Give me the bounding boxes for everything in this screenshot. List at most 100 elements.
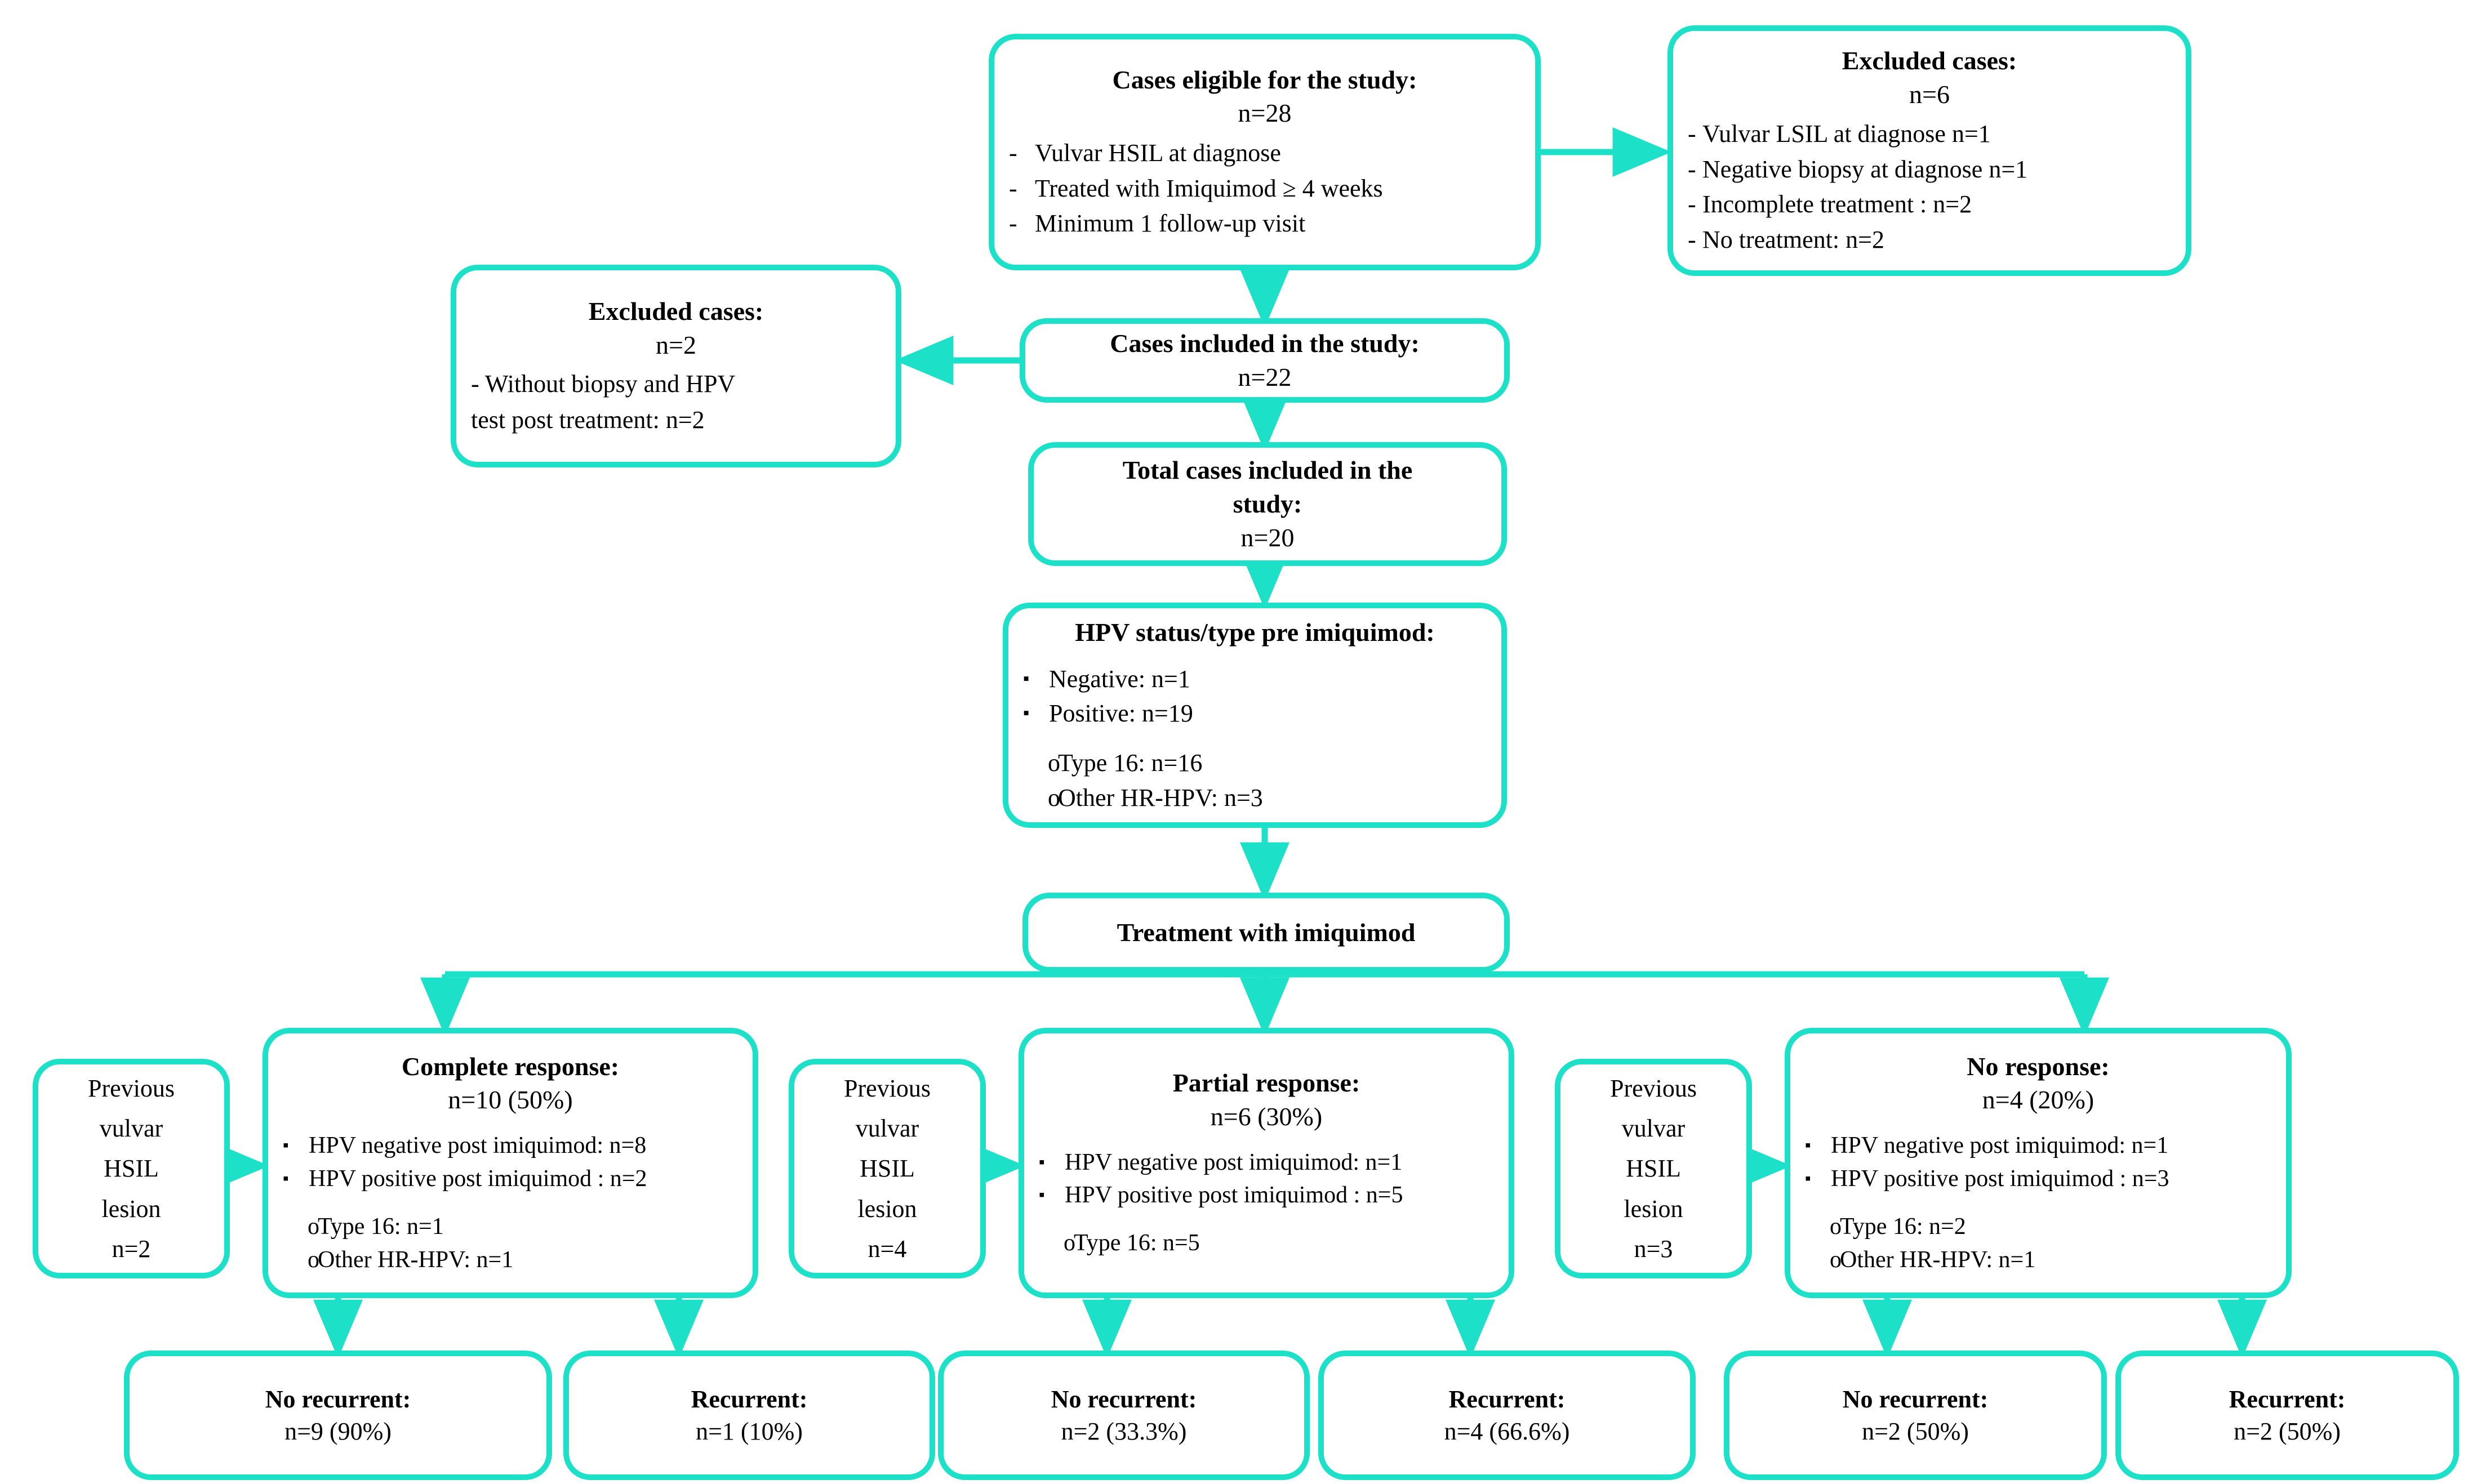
line: HSIL (1626, 1155, 1681, 1183)
list-item: - Treated with Imiquimod ≥ 4 weeks (1009, 171, 1520, 206)
line: vulvar (99, 1115, 163, 1143)
prev-lesion-partial-lines: Previous vulvar HSIL lesion n=4 (794, 1068, 980, 1269)
nr-no-recurrent-title: No recurrent: (1842, 1385, 1989, 1413)
cases-eligible-title: Cases eligible for the study: (1112, 65, 1417, 94)
list-item-label: HPV positive post imiquimod : n=3 (1831, 1166, 2169, 1192)
list-item: o Type 16: n=1 (283, 1210, 738, 1244)
dash-marker: - (1009, 210, 1017, 238)
list-item-label: Negative: n=1 (1049, 665, 1190, 693)
list-item: o Type 16: n=5 (1039, 1227, 1494, 1260)
list-item-label: Type 16: n=1 (318, 1213, 444, 1240)
list-item-label: Other HR-HPV: n=1 (318, 1246, 514, 1273)
node-prev-lesion-partial[interactable]: Previous vulvar HSIL lesion n=4 (789, 1059, 986, 1278)
list-item: - Vulvar LSIL at diagnose n=1 (1688, 117, 2171, 151)
cases-eligible-count: n=28 (1238, 99, 1292, 128)
pr-no-recurrent-title: No recurrent: (1051, 1385, 1197, 1413)
hpv-pre-title: HPV status/type pre imiquimod: (1075, 617, 1435, 647)
node-complete-response[interactable]: Complete response: n=10 (50%) ▪ HPV nega… (263, 1028, 758, 1298)
nr-no-recurrent-count: n=2 (50%) (1862, 1418, 1969, 1445)
list-item-label: No treatment: n=2 (1702, 225, 1884, 253)
total-included-title-line1: Total cases included in the (1122, 456, 1413, 485)
line: lesion (857, 1195, 917, 1223)
prev-lesion-noresponse-lines: Previous vulvar HSIL lesion n=3 (1560, 1068, 1746, 1269)
partial-response-bullet-list: ▪ HPV negative post imiquimod: n=1 ▪ HPV… (1039, 1146, 1494, 1213)
list-item: ▪ HPV positive post imiquimod : n=2 (283, 1162, 738, 1196)
square-bullet-icon: ▪ (283, 1135, 289, 1155)
cr-no-recurrent-title: No recurrent: (265, 1385, 411, 1413)
line: n=3 (1634, 1235, 1673, 1263)
cases-included-count: n=22 (1238, 363, 1292, 391)
dash-marker: - (1688, 225, 1696, 253)
line: n=2 (112, 1235, 151, 1263)
node-total-cases-included[interactable]: Total cases included in the study: n=20 (1028, 442, 1507, 566)
node-prev-lesion-noresponse[interactable]: Previous vulvar HSIL lesion n=3 (1555, 1059, 1752, 1278)
partial-response-count: n=6 (30%) (1210, 1102, 1323, 1131)
list-item: ▪ HPV negative post imiquimod: n=8 (283, 1129, 738, 1162)
node-nr-recurrent[interactable]: Recurrent: n=2 (50%) (2115, 1351, 2459, 1480)
node-prev-lesion-complete[interactable]: Previous vulvar HSIL lesion n=2 (33, 1059, 230, 1278)
list-item: - Negative biopsy at diagnose n=1 (1688, 152, 2171, 187)
line: HSIL (860, 1155, 915, 1183)
list-item: - No treatment: n=2 (1688, 222, 2171, 257)
complete-response-subbullet-list: o Type 16: n=1 o Other HR-HPV: n=1 (283, 1210, 738, 1277)
dash-marker: - (1688, 155, 1696, 183)
list-item-label: Type 16: n=16 (1058, 748, 1203, 777)
node-partial-response[interactable]: Partial response: n=6 (30%) ▪ HPV negati… (1019, 1028, 1514, 1298)
list-item-label: Other HR-HPV: n=1 (1840, 1246, 2036, 1273)
line: Previous (88, 1074, 175, 1102)
no-response-count: n=4 (20%) (1982, 1085, 2095, 1115)
node-treatment-imiquimod[interactable]: Treatment with imiquimod (1022, 893, 1510, 973)
cases-included-title: Cases included in the study: (1110, 329, 1420, 358)
dash-marker: - (1009, 174, 1017, 202)
node-cases-eligible[interactable]: Cases eligible for the study: n=28 - Vul… (989, 34, 1541, 270)
pr-recurrent-count: n=4 (66.6%) (1444, 1418, 1570, 1445)
line: vulvar (1621, 1115, 1686, 1143)
list-item: ▪ HPV positive post imiquimod : n=3 (1805, 1162, 2271, 1196)
list-item-label: Other HR-HPV: n=3 (1058, 783, 1263, 812)
circle-bullet-icon: o (1048, 748, 1060, 777)
node-no-response[interactable]: No response: n=4 (20%) ▪ HPV negative po… (1785, 1028, 2292, 1298)
no-response-bullet-list: ▪ HPV negative post imiquimod: n=1 ▪ HPV… (1805, 1129, 2271, 1196)
circle-bullet-icon: o (1048, 783, 1060, 812)
list-item: ▪ HPV negative post imiquimod: n=1 (1805, 1129, 2271, 1162)
list-item: ▪ Negative: n=1 (1023, 662, 1487, 697)
node-hpv-status-pre[interactable]: HPV status/type pre imiquimod: ▪ Negativ… (1003, 603, 1507, 828)
excluded-left-reason-list: - Without biopsy and HPV test post treat… (471, 366, 881, 438)
node-cr-recurrent[interactable]: Recurrent: n=1 (10%) (563, 1351, 935, 1480)
list-item-label: Vulvar HSIL at diagnose (1035, 139, 1281, 167)
node-cases-included[interactable]: Cases included in the study: n=22 (1020, 318, 1510, 403)
list-item-label: Minimum 1 follow-up visit (1035, 210, 1306, 238)
nr-recurrent-title: Recurrent: (2229, 1385, 2346, 1413)
pr-no-recurrent-count: n=2 (33.3%) (1061, 1418, 1187, 1445)
dash-marker: - (1009, 139, 1017, 167)
cr-no-recurrent-count: n=9 (90%) (284, 1418, 392, 1445)
list-item-label: Type 16: n=5 (1074, 1230, 1200, 1256)
circle-bullet-icon: o (1830, 1213, 1842, 1240)
node-pr-no-recurrent[interactable]: No recurrent: n=2 (33.3%) (938, 1351, 1310, 1480)
node-excluded-cases-left[interactable]: Excluded cases: n=2 - Without biopsy and… (451, 265, 901, 467)
prev-lesion-complete-lines: Previous vulvar HSIL lesion n=2 (38, 1068, 224, 1269)
partial-response-title: Partial response: (1172, 1068, 1360, 1097)
pr-recurrent-title: Recurrent: (1448, 1385, 1566, 1413)
circle-bullet-icon: o (1064, 1230, 1075, 1256)
dash-marker: - (1688, 120, 1696, 148)
square-bullet-icon: ▪ (1805, 1169, 1811, 1188)
node-cr-no-recurrent[interactable]: No recurrent: n=9 (90%) (124, 1351, 552, 1480)
node-excluded-cases-top[interactable]: Excluded cases: n=6 - Vulvar LSIL at dia… (1667, 25, 2191, 276)
list-item-label: Negative biopsy at diagnose n=1 (1702, 155, 2028, 183)
dash-marker: - (1688, 190, 1696, 219)
circle-bullet-icon: o (308, 1246, 319, 1273)
complete-response-title: Complete response: (401, 1051, 620, 1081)
square-bullet-icon: ▪ (1039, 1185, 1045, 1205)
line: lesion (101, 1195, 161, 1223)
node-pr-recurrent[interactable]: Recurrent: n=4 (66.6%) (1318, 1351, 1696, 1480)
excluded-top-title: Excluded cases: (1842, 46, 2017, 75)
node-nr-no-recurrent[interactable]: No recurrent: n=2 (50%) (1724, 1351, 2107, 1480)
line: Previous (844, 1074, 931, 1102)
list-item: ▪ HPV negative post imiquimod: n=1 (1039, 1146, 1494, 1179)
hpv-pre-bullet-list: ▪ Negative: n=1 ▪ Positive: n=19 (1023, 662, 1487, 731)
list-item: ▪ Positive: n=19 (1023, 696, 1487, 731)
list-item: o Other HR-HPV: n=3 (1023, 781, 1487, 815)
partial-response-subbullet-list: o Type 16: n=5 (1039, 1227, 1494, 1260)
